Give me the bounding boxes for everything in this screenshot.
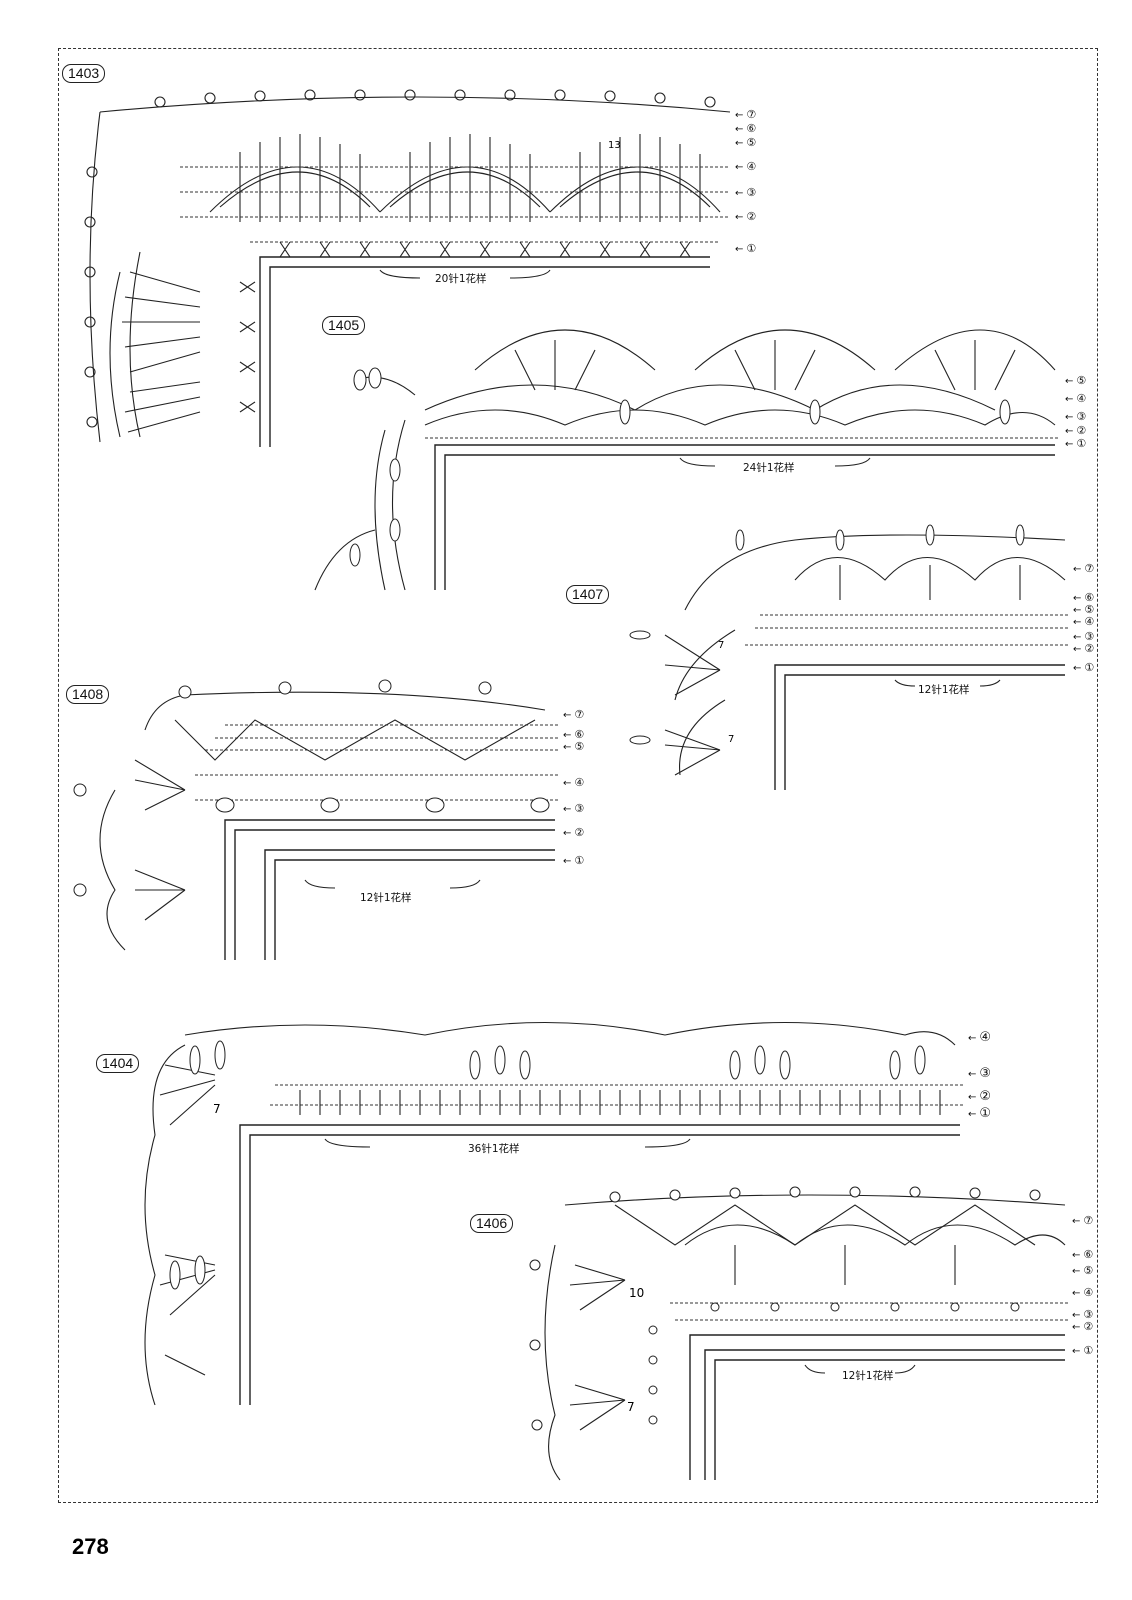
pattern-id-1405: 1405 <box>322 316 366 335</box>
row-marker-1405-5: ←⑤ <box>1065 374 1087 387</box>
row-marker-1404-4: ←④ <box>968 1030 992 1045</box>
crochet-chart-1406: 10 7 <box>529 1186 1070 1481</box>
corner-count-1407b: 7 <box>728 734 734 745</box>
row-marker-1404-2: ←② <box>968 1089 992 1104</box>
pattern-id-1407: 1407 <box>566 585 610 604</box>
row-marker-1406-1: ←① <box>1072 1344 1094 1357</box>
row-marker-1406-3: ←③ <box>1072 1308 1094 1321</box>
row-marker-1403-2: ←② <box>735 210 757 223</box>
row-marker-1406-6: ←⑥ <box>1072 1248 1094 1261</box>
row-marker-1407-2: ←② <box>1073 642 1095 655</box>
row-marker-1406-5: ←⑤ <box>1072 1264 1094 1277</box>
corner-count-1406b: 7 <box>627 1400 635 1414</box>
pattern-id-1406: 1406 <box>470 1214 514 1233</box>
repeat-label-1407: 12针1花样 <box>918 684 970 696</box>
repeat-label-1408: 12针1花样 <box>360 892 412 904</box>
row-marker-1403-3: ←③ <box>735 186 757 199</box>
row-marker-1403-1: ←① <box>735 242 757 255</box>
row-marker-1406-2: ←② <box>1072 1320 1094 1333</box>
row-marker-1408-1: ←① <box>563 854 585 867</box>
row-marker-1407-1: ←① <box>1073 661 1095 674</box>
crochet-chart-1405 <box>314 329 1060 591</box>
crochet-chart-1408 <box>73 679 560 960</box>
pattern-id-1403: 1403 <box>62 64 106 83</box>
row-marker-1408-5: ←⑤ <box>563 740 585 753</box>
repeat-label-1403: 20针1花样 <box>435 273 487 285</box>
row-marker-1407-6: ←⑥ <box>1073 591 1095 604</box>
row-marker-1405-1: ←① <box>1065 437 1087 450</box>
row-marker-1408-2: ←② <box>563 826 585 839</box>
row-marker-1407-5: ←⑤ <box>1073 603 1095 616</box>
row-marker-1405-3: ←③ <box>1065 410 1087 423</box>
crochet-chart-1404: 7 <box>144 1021 965 1406</box>
dashed-page-frame <box>58 48 1098 1503</box>
corner-count-1403: 13 <box>608 140 621 151</box>
row-marker-1405-4: ←④ <box>1065 392 1087 405</box>
page-number: 278 <box>72 1534 109 1559</box>
repeat-label-1405: 24针1花样 <box>743 462 795 474</box>
row-marker-1406-4: ←④ <box>1072 1286 1094 1299</box>
repeat-label-1406: 12针1花样 <box>842 1370 894 1382</box>
pattern-id-1404: 1404 <box>96 1054 140 1073</box>
row-marker-1407-7: ←⑦ <box>1073 562 1095 575</box>
row-marker-1407-3: ←③ <box>1073 630 1095 643</box>
repeat-label-1404: 36针1花样 <box>468 1143 520 1155</box>
row-marker-1408-6: ←⑥ <box>563 728 585 741</box>
crochet-chart-1403: 13 <box>84 89 731 447</box>
row-marker-1407-4: ←④ <box>1073 615 1095 628</box>
corner-count-1406a: 10 <box>629 1286 644 1300</box>
row-marker-1404-1: ←① <box>968 1106 992 1121</box>
row-marker-1404-3: ←③ <box>968 1066 992 1081</box>
corner-count-1407a: 7 <box>718 640 724 651</box>
row-marker-1405-2: ←② <box>1065 424 1087 437</box>
row-marker-1408-7: ←⑦ <box>563 708 585 721</box>
row-marker-1403-6: ←⑥ <box>735 122 757 135</box>
pattern-id-1408: 1408 <box>66 685 110 704</box>
row-marker-1403-5: ←⑤ <box>735 136 757 149</box>
row-marker-1403-4: ←④ <box>735 160 757 173</box>
corner-count-1404: 7 <box>213 1102 221 1116</box>
row-marker-1408-4: ←④ <box>563 776 585 789</box>
row-marker-1403-7: ←⑦ <box>735 108 757 121</box>
row-marker-1406-7: ←⑦ <box>1072 1214 1094 1227</box>
crochet-chart-1407: 7 7 <box>629 524 1070 790</box>
row-marker-1408-3: ←③ <box>563 802 585 815</box>
